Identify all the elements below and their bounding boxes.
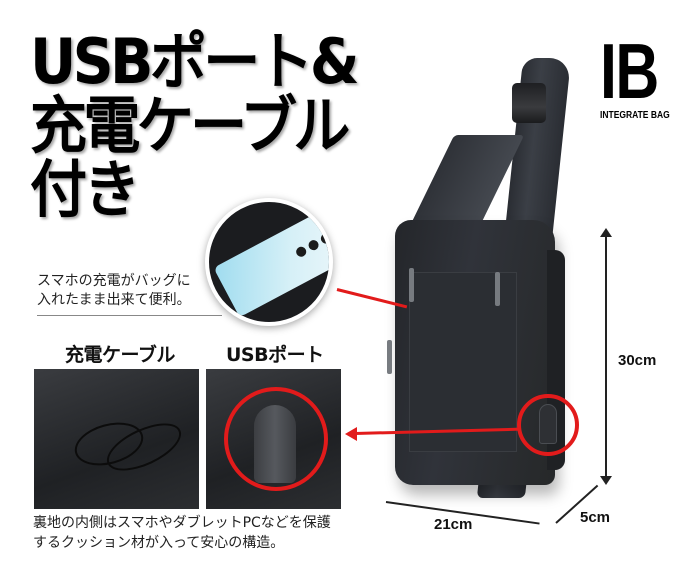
phone-caption-line-2: 入れたまま出来て便利。 [37, 292, 191, 308]
width-label: 21cm [434, 516, 473, 533]
camera-lens-icon [306, 238, 321, 252]
lining-caption: 裏地の内側はスマホやダブレットPCなどを保護 するクッション材が入って安心の構造… [33, 513, 331, 553]
headline: USBポート& 充電ケーブル 付き [30, 25, 360, 226]
height-dimension-line [605, 232, 607, 480]
camera-lens-icon [319, 231, 329, 246]
lining-caption-line-1: 裏地の内側はスマホやダブレットPCなどを保護 [33, 515, 331, 531]
zipper-pull-left [409, 268, 414, 302]
usb-highlight-circle-icon [224, 387, 328, 491]
usb-port-photo [206, 369, 341, 509]
zipper-pull-right [495, 272, 500, 306]
arrow-down-icon [600, 476, 612, 485]
headline-line-2: 充電ケーブル [30, 89, 350, 162]
camera-lens-icon [294, 244, 308, 259]
arrow-up-icon [600, 228, 612, 237]
logo-subtitle: INTEGRATE BAG [600, 110, 670, 121]
caption-divider [37, 315, 222, 316]
logo-mark: IB [600, 27, 659, 115]
cable-label: 充電ケーブル [65, 344, 175, 366]
phone-caption-line-1: スマホの充電がバッグに [37, 273, 191, 289]
smartphone [213, 206, 329, 318]
phone-caption: スマホの充電がバッグに 入れたまま出来て便利。 [37, 272, 191, 310]
brand-logo: IB INTEGRATE BAG [600, 27, 690, 121]
height-label: 30cm [618, 352, 657, 369]
strap-buckle [512, 83, 546, 123]
headline-line-3: 付き [30, 153, 140, 226]
usb-highlight-circle-icon [517, 394, 579, 456]
bag-front-pocket [409, 272, 517, 452]
arrow-left-icon [345, 427, 357, 441]
usb-label: USBポート [226, 344, 324, 366]
headline-line-1: USBポート& [30, 25, 360, 98]
lining-caption-line-2: するクッション材が入って安心の構造。 [33, 535, 285, 551]
charging-cable-photo [34, 369, 199, 509]
zipper-pull-side [387, 340, 392, 374]
phone-pocket-detail-image [205, 198, 333, 326]
depth-label: 5cm [580, 509, 611, 526]
